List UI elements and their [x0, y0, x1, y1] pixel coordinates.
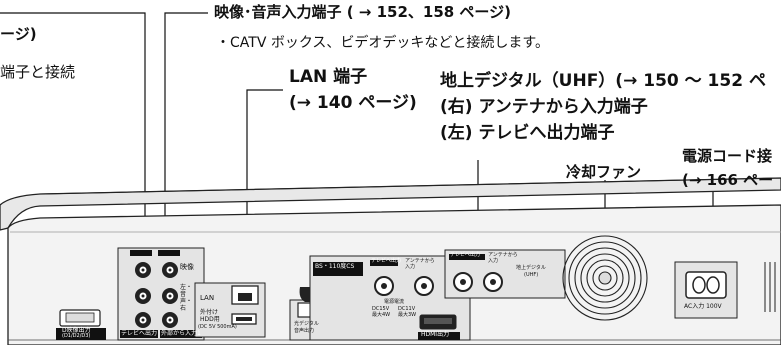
label-power-spec3: DC11V	[398, 306, 416, 312]
label-audio-lr: 左・音声・右	[180, 284, 193, 312]
label-lan: LAN	[200, 294, 215, 302]
label-hdmi: HDMI出力	[421, 331, 450, 338]
label-tv-out2: テレビへ出力	[371, 258, 402, 264]
label-ter-ant-in2: 入力	[488, 258, 499, 264]
label-d-video-out: D映像出力	[62, 327, 91, 334]
av-jack-panel	[117, 247, 205, 341]
label-power-spec2: 最大4W	[372, 312, 391, 318]
ac-inlet	[685, 271, 727, 299]
label-ant-in: アンテナから	[405, 258, 435, 264]
bscs-jacks	[374, 276, 434, 296]
callout-av-input-desc: ・CATV ボックス、ビデオデッキなどと接続します。	[216, 35, 550, 51]
label-ac-in: AC入力 100V	[684, 303, 722, 310]
callout-lan-title: LAN 端子	[289, 67, 368, 87]
label-power-spec4: 最大3W	[398, 312, 417, 318]
label-power-spec1: DC15V	[372, 306, 390, 312]
callout-fan: 冷却ファン	[566, 163, 642, 181]
label-ter-digital: 地上デジタル	[516, 265, 546, 271]
callout-uhf-right: (右) アンテナから入力端子	[440, 97, 648, 117]
label-video: 映像	[180, 263, 194, 271]
label-external-in: 外部から入力1	[161, 330, 201, 337]
label-power-supply: 電源電流	[384, 299, 405, 305]
label-bs-cs: BS・110度CS	[315, 263, 355, 270]
callout-uhf-left: (左) テレビへ出力端子	[440, 123, 615, 143]
label-d-video-sub: (D1/D2/D3)	[62, 333, 91, 339]
label-ext-hdd2: HDD用	[200, 316, 220, 323]
callout-av-input-title: 映像･音声入力端子 ( → 152、158 ページ)	[214, 3, 511, 21]
callout-lan-pages: (→ 140 ページ)	[289, 93, 417, 113]
av-jacks	[135, 262, 178, 328]
callout-uhf-title: 地上デジタル（UHF）(→ 150 ～ 152 ペ	[440, 71, 766, 91]
label-ant-in2: 入力	[405, 264, 416, 270]
label-ter-tv-out: テレビへ出力	[450, 252, 481, 258]
callout-left-desc: 端子と接続	[0, 63, 76, 81]
label-tv-out: テレビへ出力	[121, 330, 158, 337]
label-ter-ant-in: アンテナから	[488, 252, 518, 258]
label-ext-hdd-spec: (DC 5V 500mA)	[198, 324, 237, 330]
label-ext-hdd: 外付け	[200, 309, 219, 316]
leader-av-input	[164, 12, 208, 245]
uhf-jacks	[453, 272, 503, 292]
label-optical2: 音声出力	[294, 328, 315, 334]
cooling-fan	[562, 235, 648, 321]
callout-power-pages: (→ 166 ペー	[682, 171, 774, 189]
leader-top-left	[0, 12, 146, 245]
callout-power-title: 電源コード接	[682, 147, 773, 165]
label-optical: 光デジタル	[294, 321, 319, 327]
callout-top-left: ージ)	[0, 25, 37, 43]
label-ter-uhf: (UHF)	[524, 272, 539, 278]
